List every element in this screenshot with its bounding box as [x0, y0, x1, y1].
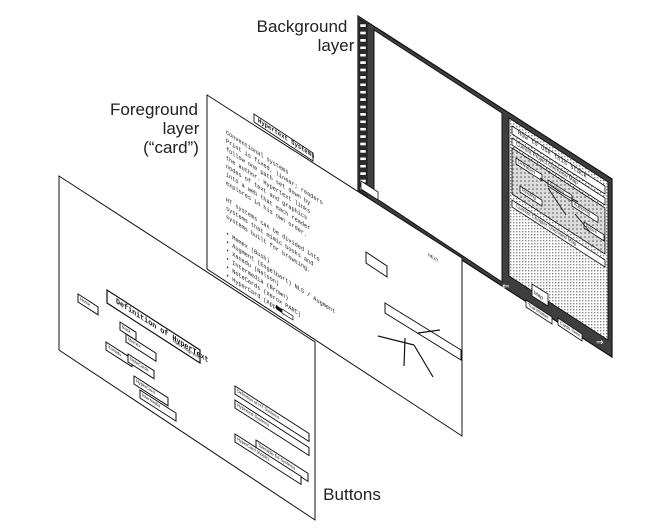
spiral-ring: [359, 134, 367, 139]
spiral-ring: [359, 156, 367, 161]
overview-map-links: [539, 177, 591, 233]
callout-foreground-line3: (“card”): [143, 138, 199, 157]
spiral-ring: [359, 75, 367, 80]
background-layer: How to use this stack Current Project Ov…: [357, 14, 613, 359]
spiral-ring: [359, 60, 367, 65]
spiral-ring: [359, 171, 367, 176]
spiral-ring: [359, 142, 367, 146]
spiral-ring: [359, 45, 367, 50]
card-empty-field[interactable]: [365, 251, 388, 278]
map-node-label: Future: [586, 223, 597, 235]
callout-foreground-line1: Foreground: [110, 100, 198, 119]
bg-arrow-left-icon[interactable]: ⇐: [502, 281, 510, 291]
link-button[interactable]: Home: [77, 293, 99, 316]
bg-button-map-label: Map: [534, 290, 543, 302]
spiral-ring: [359, 149, 367, 154]
map-node[interactable]: Future: [583, 221, 605, 242]
callout-background-line2: layer: [318, 36, 355, 55]
callout-buttons: Buttons: [323, 485, 381, 504]
card-scroll-bar[interactable]: [384, 302, 462, 361]
spiral-ring: [359, 23, 367, 28]
callout-background-line1: Background: [257, 17, 348, 36]
callout-background: Background layer: [257, 17, 355, 55]
spiral-ring: [359, 38, 367, 43]
spiral-ring: [359, 68, 367, 72]
foreground-card-layer: Hypertext Systems Conventional systemsPr…: [206, 94, 463, 437]
card-corner-label: NEXT: [428, 252, 438, 264]
buttons-layer: Definition of HyperText NLS / Augment Ho…: [58, 175, 316, 521]
card-link-lines: [377, 329, 441, 378]
bg-arrow-right-icon[interactable]: ⇒: [596, 337, 604, 347]
spiral-ring: [359, 90, 367, 95]
link-button-label: Back: [122, 324, 131, 335]
spiral-ring: [359, 119, 367, 124]
spiral-ring: [359, 97, 367, 102]
callout-foreground-line2: layer: [163, 119, 200, 138]
spiral-ring: [359, 127, 367, 132]
card-marker: [276, 305, 282, 313]
link-button-label: Home: [80, 296, 91, 308]
bg-button-map[interactable]: Map: [531, 283, 549, 307]
spiral-ring: [359, 164, 367, 169]
spiral-binding: [359, 23, 367, 191]
spiral-ring: [359, 105, 367, 109]
spiral-ring: [359, 82, 367, 87]
spiral-ring: [359, 112, 367, 117]
spiral-ring: [359, 31, 367, 35]
callout-foreground: Foreground layer (“card”): [110, 100, 200, 157]
spiral-ring: [359, 53, 367, 58]
